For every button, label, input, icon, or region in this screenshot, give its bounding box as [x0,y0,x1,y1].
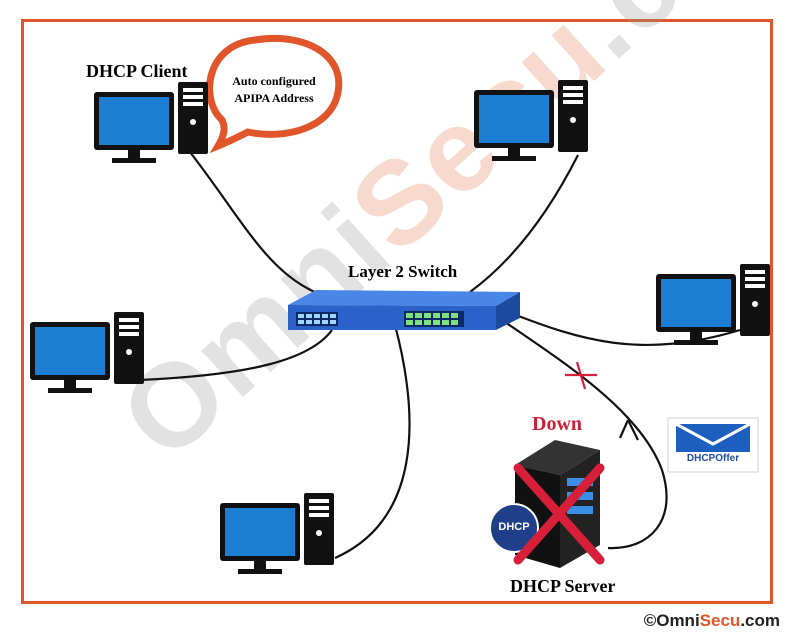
dhcp-badge [489,503,539,553]
link-break-marker [565,361,597,390]
dhcp-badge-label: DHCP [498,521,530,533]
dhcp-server [489,440,600,568]
bubble-line-2: APIPA Address [234,91,314,105]
cable-right-pc [507,310,741,346]
left-computer [30,312,144,393]
cable-dhcp-client [189,151,336,302]
top-right-computer [474,80,588,161]
server-down-cross [513,463,605,565]
dhcp-offer-card [667,417,759,473]
speech-bubble [206,35,343,154]
cable-dhcp-server [504,321,668,550]
dhcp-client-label: DHCP Client [86,61,188,81]
switch-label: Layer 2 Switch [348,262,458,281]
cable-left-pc [139,329,333,382]
bubble-line-1: Auto configured [232,74,316,88]
offer-direction-arrow [618,419,639,441]
cable-bottom-pc [334,324,411,560]
dhcp-client-computer [94,82,208,163]
layer2-switch [288,290,520,330]
down-label: Down [532,413,583,435]
dhcp-offer-label: DHCPOffer [686,453,740,464]
cable-top-right-pc [469,154,579,293]
speech-bubble-text: Auto configured APIPA Address [222,73,326,107]
cables [139,151,741,560]
bottom-computer [220,493,334,574]
dhcp-server-label: DHCP Server [510,576,616,596]
copyright-symbol: © [643,611,657,630]
diagram-frame [21,19,773,604]
copyright-notice: ©OmniSecu.com [643,611,780,630]
right-computer [656,264,770,345]
